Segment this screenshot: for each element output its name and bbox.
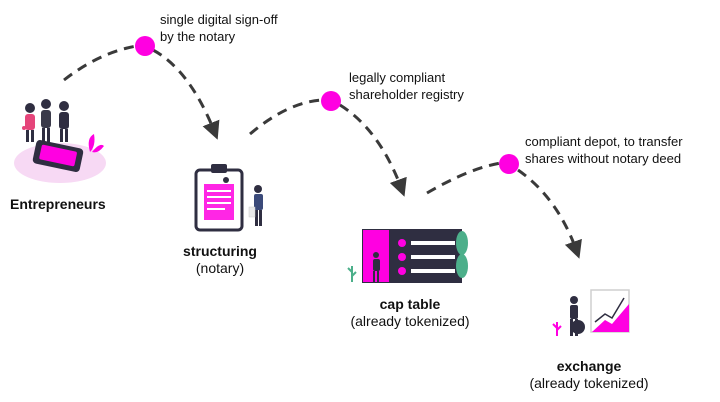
annotation-3-line2: shares without notary deed (525, 151, 682, 166)
milestone-dot-3 (499, 154, 519, 174)
exchange-chart-illustration (552, 289, 630, 336)
annotation-2-line2: shareholder registry (349, 87, 464, 102)
stage-structuring-title: structuring (183, 243, 257, 259)
annotation-1: single digital sign-off by the notary (160, 11, 278, 45)
connector-6 (517, 168, 582, 259)
connector-1 (63, 44, 138, 82)
stage-exchange-title: exchange (556, 358, 622, 374)
connector-5 (426, 161, 502, 195)
cap-table-illustration (347, 229, 468, 283)
annotation-2-line1: legally compliant (349, 70, 446, 85)
stage-cap-table-title: cap table (379, 296, 441, 312)
stage-cap-table-subtitle: (already tokenized) (350, 313, 470, 329)
stage-exchange-subtitle: (already tokenized) (529, 375, 649, 391)
connector-3 (249, 98, 323, 136)
annotation-2: legally compliant shareholder registry (349, 69, 464, 103)
milestone-dot-2 (321, 91, 341, 111)
milestone-dot-1 (135, 36, 155, 56)
connector-4 (339, 103, 407, 197)
annotation-3: compliant depot, to transfer shares with… (525, 133, 683, 167)
stage-structuring-subtitle: (notary) (195, 260, 245, 276)
annotation-3-line1: compliant depot, to transfer (525, 134, 683, 149)
stage-entrepreneurs-title: Entrepreneurs (10, 196, 106, 212)
connector-2 (152, 48, 220, 140)
clipboard-illustration (194, 164, 263, 232)
annotation-1-line1: single digital sign-off (160, 12, 278, 27)
stage-structuring: structuring (notary) (160, 243, 280, 277)
entrepreneurs-illustration (14, 99, 106, 183)
annotation-1-line2: by the notary (160, 29, 236, 44)
stage-cap-table: cap table (already tokenized) (340, 296, 480, 330)
stage-exchange: exchange (already tokenized) (519, 358, 659, 392)
